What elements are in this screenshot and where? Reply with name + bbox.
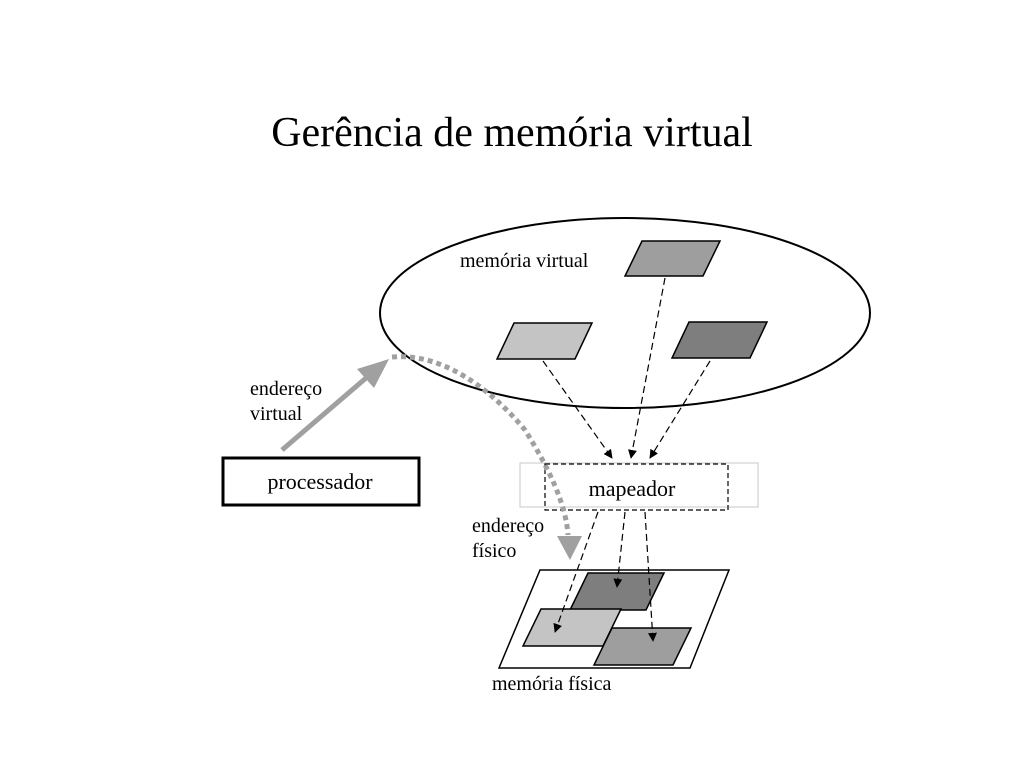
frame-map-arrow xyxy=(613,511,626,588)
virtual-page-right xyxy=(670,321,769,359)
physical-address-label: endereço físico xyxy=(472,515,549,562)
physical-address-label-line1: endereço xyxy=(472,515,544,537)
processor-label: processador xyxy=(267,469,373,494)
physical-frame-mid xyxy=(592,627,693,666)
physical-address-arrow xyxy=(391,354,571,536)
virtual-page-top xyxy=(623,240,722,277)
virtual-address-label-line1: endereço xyxy=(250,378,322,400)
physical-memory-label: memória física xyxy=(492,673,612,695)
page-map-arrow xyxy=(628,277,666,459)
virtual-address-label: endereço virtual xyxy=(250,378,327,425)
virtual-address-arrowhead xyxy=(357,359,389,388)
physical-address-arrowhead xyxy=(557,536,582,560)
virtual-address-label-line2: virtual xyxy=(250,403,303,425)
slide-title: Gerência de memória virtual xyxy=(271,110,753,156)
page-map-arrow xyxy=(649,360,711,459)
virtual-memory-label: memória virtual xyxy=(460,250,589,272)
processor-box xyxy=(221,456,421,507)
virtual-memory-space xyxy=(379,217,871,409)
virtual-page-left xyxy=(495,322,594,360)
mapper-inner-box xyxy=(544,463,729,511)
physical-frame-dark xyxy=(568,572,666,611)
mapper-label: mapeador xyxy=(589,476,676,501)
virtual-address-arrow xyxy=(280,376,368,452)
page-map-arrow xyxy=(542,360,613,459)
physical-address-label-line2: físico xyxy=(472,540,516,562)
